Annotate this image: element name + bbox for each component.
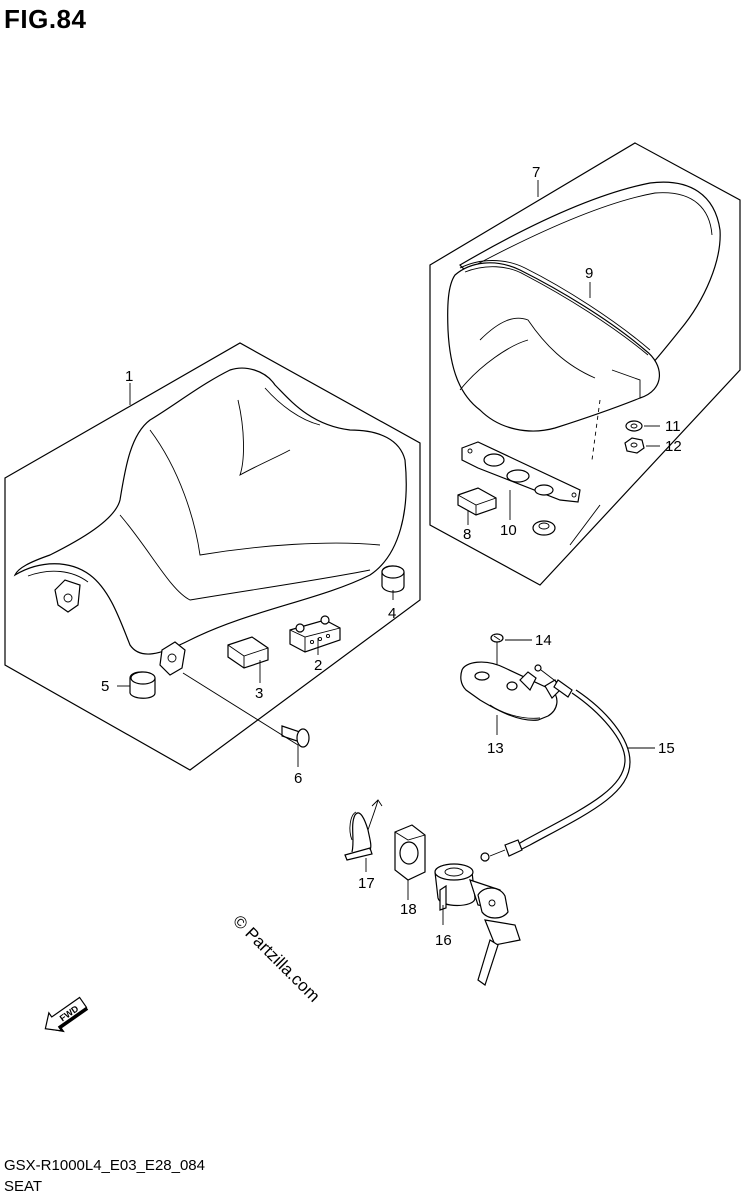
washer[interactable] [625, 420, 643, 432]
callout-18: 18 [400, 901, 417, 918]
section-name: SEAT [4, 1178, 43, 1195]
callout-3: 3 [255, 685, 263, 702]
nut[interactable] [624, 437, 645, 454]
key[interactable] [477, 887, 521, 986]
seat-bolt[interactable] [281, 725, 310, 748]
bracket-pad[interactable] [457, 487, 497, 516]
callout-10: 10 [500, 522, 517, 539]
figure-title: FIG.84 [4, 4, 87, 34]
callout-6: 6 [294, 770, 302, 787]
callout-7: 7 [532, 164, 540, 181]
callout-9: 8 [463, 526, 471, 543]
lock-holder[interactable] [394, 824, 426, 881]
lock-spring-clip[interactable] [344, 799, 383, 861]
seat-bumper-right[interactable] [381, 565, 405, 593]
fwd-arrow-icon: FWD [44, 996, 89, 1033]
callout-5: 5 [101, 678, 109, 695]
seat-cushion-block[interactable] [289, 615, 341, 653]
seat-lock[interactable] [460, 661, 561, 721]
bracket-nut[interactable] [532, 520, 556, 536]
seat-lock-cable[interactable] [480, 664, 631, 862]
callout-12: 12 [665, 438, 682, 455]
seat-bumper-left[interactable] [129, 671, 156, 699]
seat-pad[interactable] [227, 636, 269, 669]
watermark-text: © Partzilla.com [229, 911, 323, 1005]
screw[interactable] [490, 633, 504, 665]
callout-13: 13 [487, 740, 504, 757]
callout-15: 15 [658, 740, 675, 757]
front-seat-group-box [4, 342, 421, 771]
seat-bracket[interactable] [461, 441, 581, 503]
rear-cowl-group-box [429, 142, 741, 586]
callout-4: 4 [388, 605, 396, 622]
callout-16: 16 [435, 932, 452, 949]
callout-14: 14 [535, 632, 552, 649]
seat-tail-cover[interactable] [447, 260, 660, 432]
callout-11: 11 [665, 418, 681, 435]
front-seat[interactable] [13, 367, 407, 676]
callout-17: 17 [358, 875, 375, 892]
callout-2: 2 [314, 657, 322, 674]
callout-1: 1 [125, 368, 133, 385]
leader-lines [117, 180, 660, 925]
model-code: GSX-R1000L4_E03_E28_084 [4, 1157, 205, 1174]
callout-8: 9 [585, 265, 593, 282]
